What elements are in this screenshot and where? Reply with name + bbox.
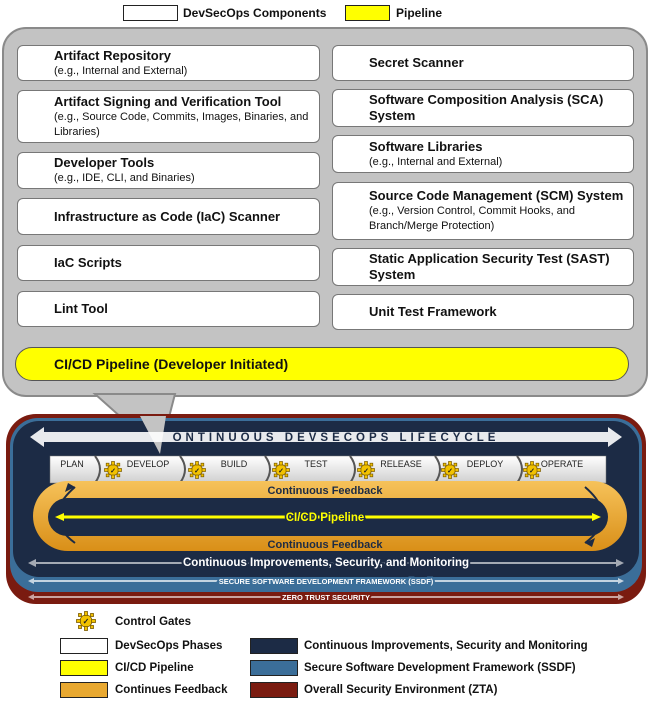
ssdf-label: SECURE SOFTWARE DEVELOPMENT FRAMEWORK (S… xyxy=(219,577,434,586)
component-subtitle: (e.g., Version Control, Commit Hooks, an… xyxy=(369,205,576,232)
legend-components-swatch xyxy=(123,5,178,21)
component-title: Secret Scanner xyxy=(369,55,464,70)
svg-text:✓: ✓ xyxy=(194,468,200,475)
component-title: Software Libraries xyxy=(369,138,483,154)
component-title: Source Code Management (SCM) System xyxy=(369,188,624,203)
pipeline-label: CI/CD Pipeline xyxy=(286,512,365,524)
phase-release: RELEASE xyxy=(380,459,422,469)
svg-text:✓: ✓ xyxy=(83,617,90,626)
phase-plan: PLAN xyxy=(60,459,84,469)
component-subtitle: (e.g., IDE, CLI, and Binaries) xyxy=(54,172,195,184)
legend-phases-swatch xyxy=(60,638,108,654)
component-software-libraries: Software Libraries (e.g., Internal and E… xyxy=(332,135,634,173)
component-subtitle: (e.g., Internal and External) xyxy=(54,64,188,77)
lifecycle-arrow xyxy=(30,427,622,447)
legend-ssdf-label: Secure Software Development Framework (S… xyxy=(304,662,576,674)
zta-arrow xyxy=(28,594,624,600)
feedback-arrowhead-left xyxy=(65,483,75,492)
component-title: Static Application Security Test (SAST) … xyxy=(369,251,610,282)
cicd-pipeline-developer-initiated: CI/CD Pipeline (Developer Initiated) xyxy=(15,347,629,381)
component-sca-system: Software Composition Analysis (SCA) Syst… xyxy=(332,89,634,127)
legend-pipeline-label-bottom: CI/CD Pipeline xyxy=(115,662,194,674)
svg-text:✓: ✓ xyxy=(363,468,369,475)
component-iac-scanner: Infrastructure as Code (IaC) Scanner xyxy=(17,198,320,235)
improvements-arrow xyxy=(28,559,624,567)
legend-feedback-label: Continues Feedback xyxy=(115,684,228,696)
legend-control-gates: Control Gates xyxy=(115,616,192,628)
devsecops-lifecycle-diagram: ONTINUOUS DEVSECOPS LIFECYCLE PLAN DEVEL… xyxy=(6,393,646,604)
legend-pipeline-swatch xyxy=(345,5,390,21)
legend-zta-label: Overall Security Environment (ZTA) xyxy=(304,684,498,696)
component-title: Developer Tools xyxy=(54,155,155,170)
phase-separators xyxy=(94,455,523,484)
component-title: Software Composition Analysis (SCA) Syst… xyxy=(369,92,604,123)
component-title: Artifact Repository xyxy=(54,47,172,63)
legend-pipeline-swatch-bottom xyxy=(60,660,108,676)
component-unit-test-framework: Unit Test Framework xyxy=(332,294,634,330)
lifecycle-title: ONTINUOUS DEVSECOPS LIFECYCLE xyxy=(173,432,500,444)
feedback-arrowhead-right xyxy=(585,538,595,547)
svg-text:✓: ✓ xyxy=(447,468,453,475)
component-title: Unit Test Framework xyxy=(369,304,497,319)
phase-bar xyxy=(49,455,607,484)
component-subtitle: (e.g., Internal and External) xyxy=(369,155,503,168)
component-title: Infrastructure as Code (IaC) Scanner xyxy=(54,208,281,224)
legend-feedback-swatch xyxy=(60,682,108,698)
control-gate-icon: ✓ xyxy=(188,461,206,479)
control-gate-icon: ✓ xyxy=(104,461,122,479)
phase-deploy: DEPLOY xyxy=(467,459,504,469)
control-gate-icon: ✓ xyxy=(523,461,541,479)
component-scm-system: Source Code Management (SCM) System (e.g… xyxy=(332,182,634,240)
phase-develop: DEVELOP xyxy=(127,459,170,469)
pipeline-arrow xyxy=(55,513,601,521)
component-title: IaC Scripts xyxy=(54,255,122,270)
component-subtitle: (e.g., Source Code, Commits, Images, Bin… xyxy=(54,110,309,138)
improvements-label: Continuous Improvements, Security, and M… xyxy=(183,557,469,569)
component-lint-tool: Lint Tool xyxy=(17,291,320,327)
control-gate-icon: ✓ xyxy=(76,611,96,631)
feedback-bottom-label: Continuous Feedback xyxy=(268,539,384,551)
legend-zta-swatch xyxy=(250,682,298,698)
legend-ssdf-swatch xyxy=(250,660,298,676)
component-secret-scanner: Secret Scanner xyxy=(332,45,634,81)
component-title: Lint Tool xyxy=(54,301,108,316)
control-gate-icon: ✓ xyxy=(357,461,375,479)
svg-text:✓: ✓ xyxy=(110,468,116,475)
component-developer-tools: Developer Tools (e.g., IDE, CLI, and Bin… xyxy=(17,152,320,189)
component-artifact-signing: Artifact Signing and Verification Tool (… xyxy=(17,90,320,143)
component-title: Artifact Signing and Verification Tool xyxy=(54,93,282,109)
svg-text:✓: ✓ xyxy=(529,468,535,475)
component-sast-system: Static Application Security Test (SAST) … xyxy=(332,248,634,286)
legend-improvements-label: Continuous Improvements, Security and Mo… xyxy=(304,640,588,652)
legend-components-label: DevSecOps Components xyxy=(183,6,327,20)
component-iac-scripts: IaC Scripts xyxy=(17,245,320,281)
control-gate-icon: ✓ xyxy=(272,461,290,479)
legend-pipeline-label: Pipeline xyxy=(396,6,443,20)
svg-text:✓: ✓ xyxy=(278,468,284,475)
legend-phases-label: DevSecOps Phases xyxy=(115,640,223,652)
component-artifact-repository: Artifact Repository (e.g., Internal and … xyxy=(17,45,320,81)
legend-improvements-swatch xyxy=(250,638,298,654)
feedback-top-label: Continuous Feedback xyxy=(268,485,384,497)
phase-build: BUILD xyxy=(221,459,248,469)
phase-operate: OPERATE xyxy=(541,459,583,469)
feedback-arrow-right xyxy=(584,486,604,544)
zta-label: ZERO TRUST SECURITY xyxy=(282,593,370,602)
phase-test: TEST xyxy=(304,459,328,469)
control-gate-icon: ✓ xyxy=(441,461,459,479)
ssdf-arrow xyxy=(28,578,624,584)
